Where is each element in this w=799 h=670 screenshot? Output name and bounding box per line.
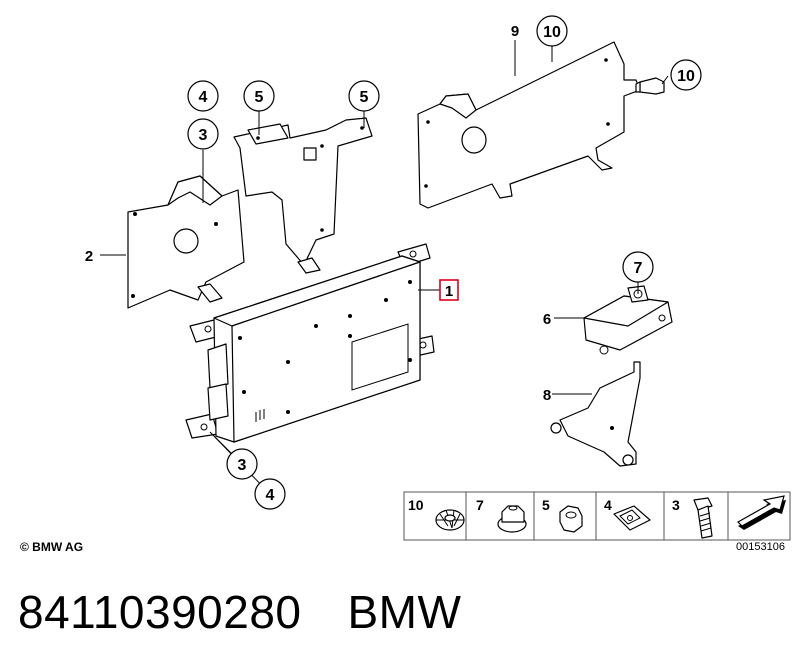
legend-label-4: 4 [604, 497, 612, 513]
bracket-part-9 [417, 41, 665, 209]
hex-nut-icon [559, 505, 583, 533]
part-number: 84110390280 [18, 586, 302, 638]
clip-nut-icon [613, 505, 651, 531]
svg-text:4: 4 [199, 89, 208, 106]
label-6: 6 [543, 311, 551, 328]
callout-10-right: 10 [670, 59, 702, 91]
label-2: 2 [85, 248, 93, 265]
direction-arrow-icon [737, 495, 786, 530]
reference-number: 00153106 [736, 541, 785, 553]
copyright-notice: © BMW AG [20, 540, 84, 554]
flange-nut-icon [497, 505, 527, 533]
label-9: 9 [511, 23, 519, 40]
legend-label-3: 3 [672, 497, 680, 513]
svg-text:7: 7 [634, 260, 643, 277]
svg-text:10: 10 [677, 68, 695, 85]
bolt-icon [693, 497, 713, 539]
label-8: 8 [543, 387, 551, 404]
callout-5-b: 5 [348, 80, 380, 112]
svg-text:4: 4 [266, 487, 275, 504]
callout-5-a: 5 [243, 80, 275, 112]
callout-3-bottom: 3 [226, 448, 258, 480]
legend-label-10: 10 [408, 497, 424, 513]
part-number-caption: 84110390280 BMW [18, 585, 461, 639]
push-nut-icon [435, 509, 465, 531]
brand-name: BMW [347, 586, 462, 638]
svg-text:10: 10 [543, 24, 561, 41]
bracket-middle [233, 117, 373, 274]
legend-label-7: 7 [476, 497, 484, 513]
callout-1-boxed: 1 [439, 279, 459, 301]
callout-4-bottom: 4 [254, 478, 286, 510]
svg-text:3: 3 [238, 457, 247, 474]
hardware-legend: 10 7 5 4 3 [403, 491, 791, 541]
svg-text:5: 5 [360, 89, 369, 106]
svg-text:5: 5 [255, 89, 264, 106]
legend-label-5: 5 [542, 497, 550, 513]
bracket-part-2 [127, 175, 245, 309]
bracket-part-8 [550, 361, 641, 467]
callout-7: 7 [622, 251, 654, 283]
module-part-6 [583, 285, 673, 355]
callout-10-top: 10 [536, 15, 568, 47]
svg-text:3: 3 [199, 127, 208, 144]
callout-3-left: 3 [187, 118, 219, 150]
callout-4-left: 4 [187, 80, 219, 112]
svg-text:1: 1 [445, 283, 453, 300]
control-unit-part-1 [185, 243, 435, 443]
